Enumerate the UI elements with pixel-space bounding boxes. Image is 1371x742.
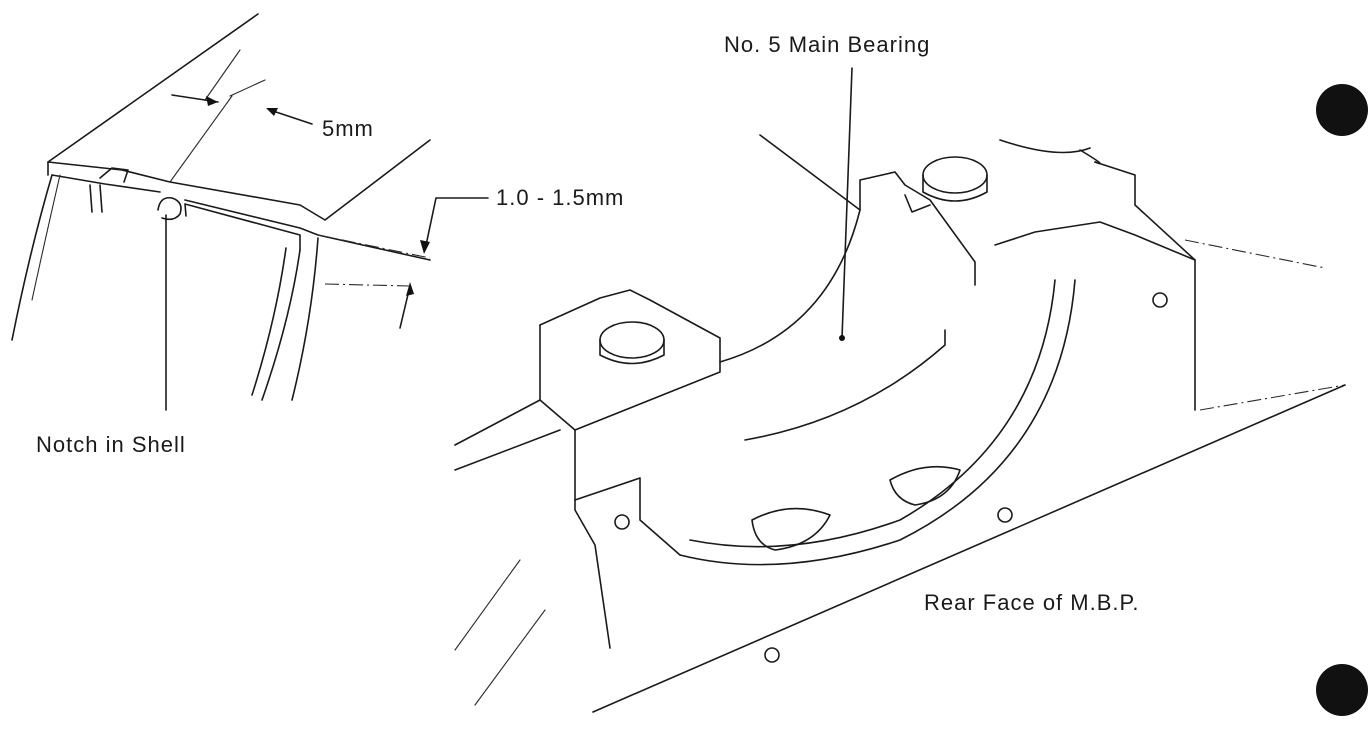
binder-hole-bottom <box>1316 664 1368 716</box>
main-bearing-leader <box>841 67 853 339</box>
label-main-bearing: No. 5 Main Bearing <box>724 32 930 57</box>
notch-detail-view <box>11 13 489 411</box>
main-bearing-view <box>454 67 1346 713</box>
left-bolt-head <box>599 321 665 359</box>
label-notch: Notch in Shell <box>36 432 186 457</box>
notch-bump <box>157 196 182 221</box>
label-notch-width: 5mm <box>322 116 374 141</box>
shell-outline <box>11 13 259 341</box>
shell-top-edge <box>47 139 431 221</box>
bearing-saddle <box>719 171 976 363</box>
binder-hole-top <box>1316 84 1368 136</box>
dim-5mm-extension <box>169 49 266 183</box>
shell-inner-edge <box>51 174 431 261</box>
label-notch-depth: 1.0 - 1.5mm <box>496 185 624 210</box>
right-bolt-head <box>922 156 988 194</box>
label-rear-face: Rear Face of M.B.P. <box>924 590 1139 615</box>
